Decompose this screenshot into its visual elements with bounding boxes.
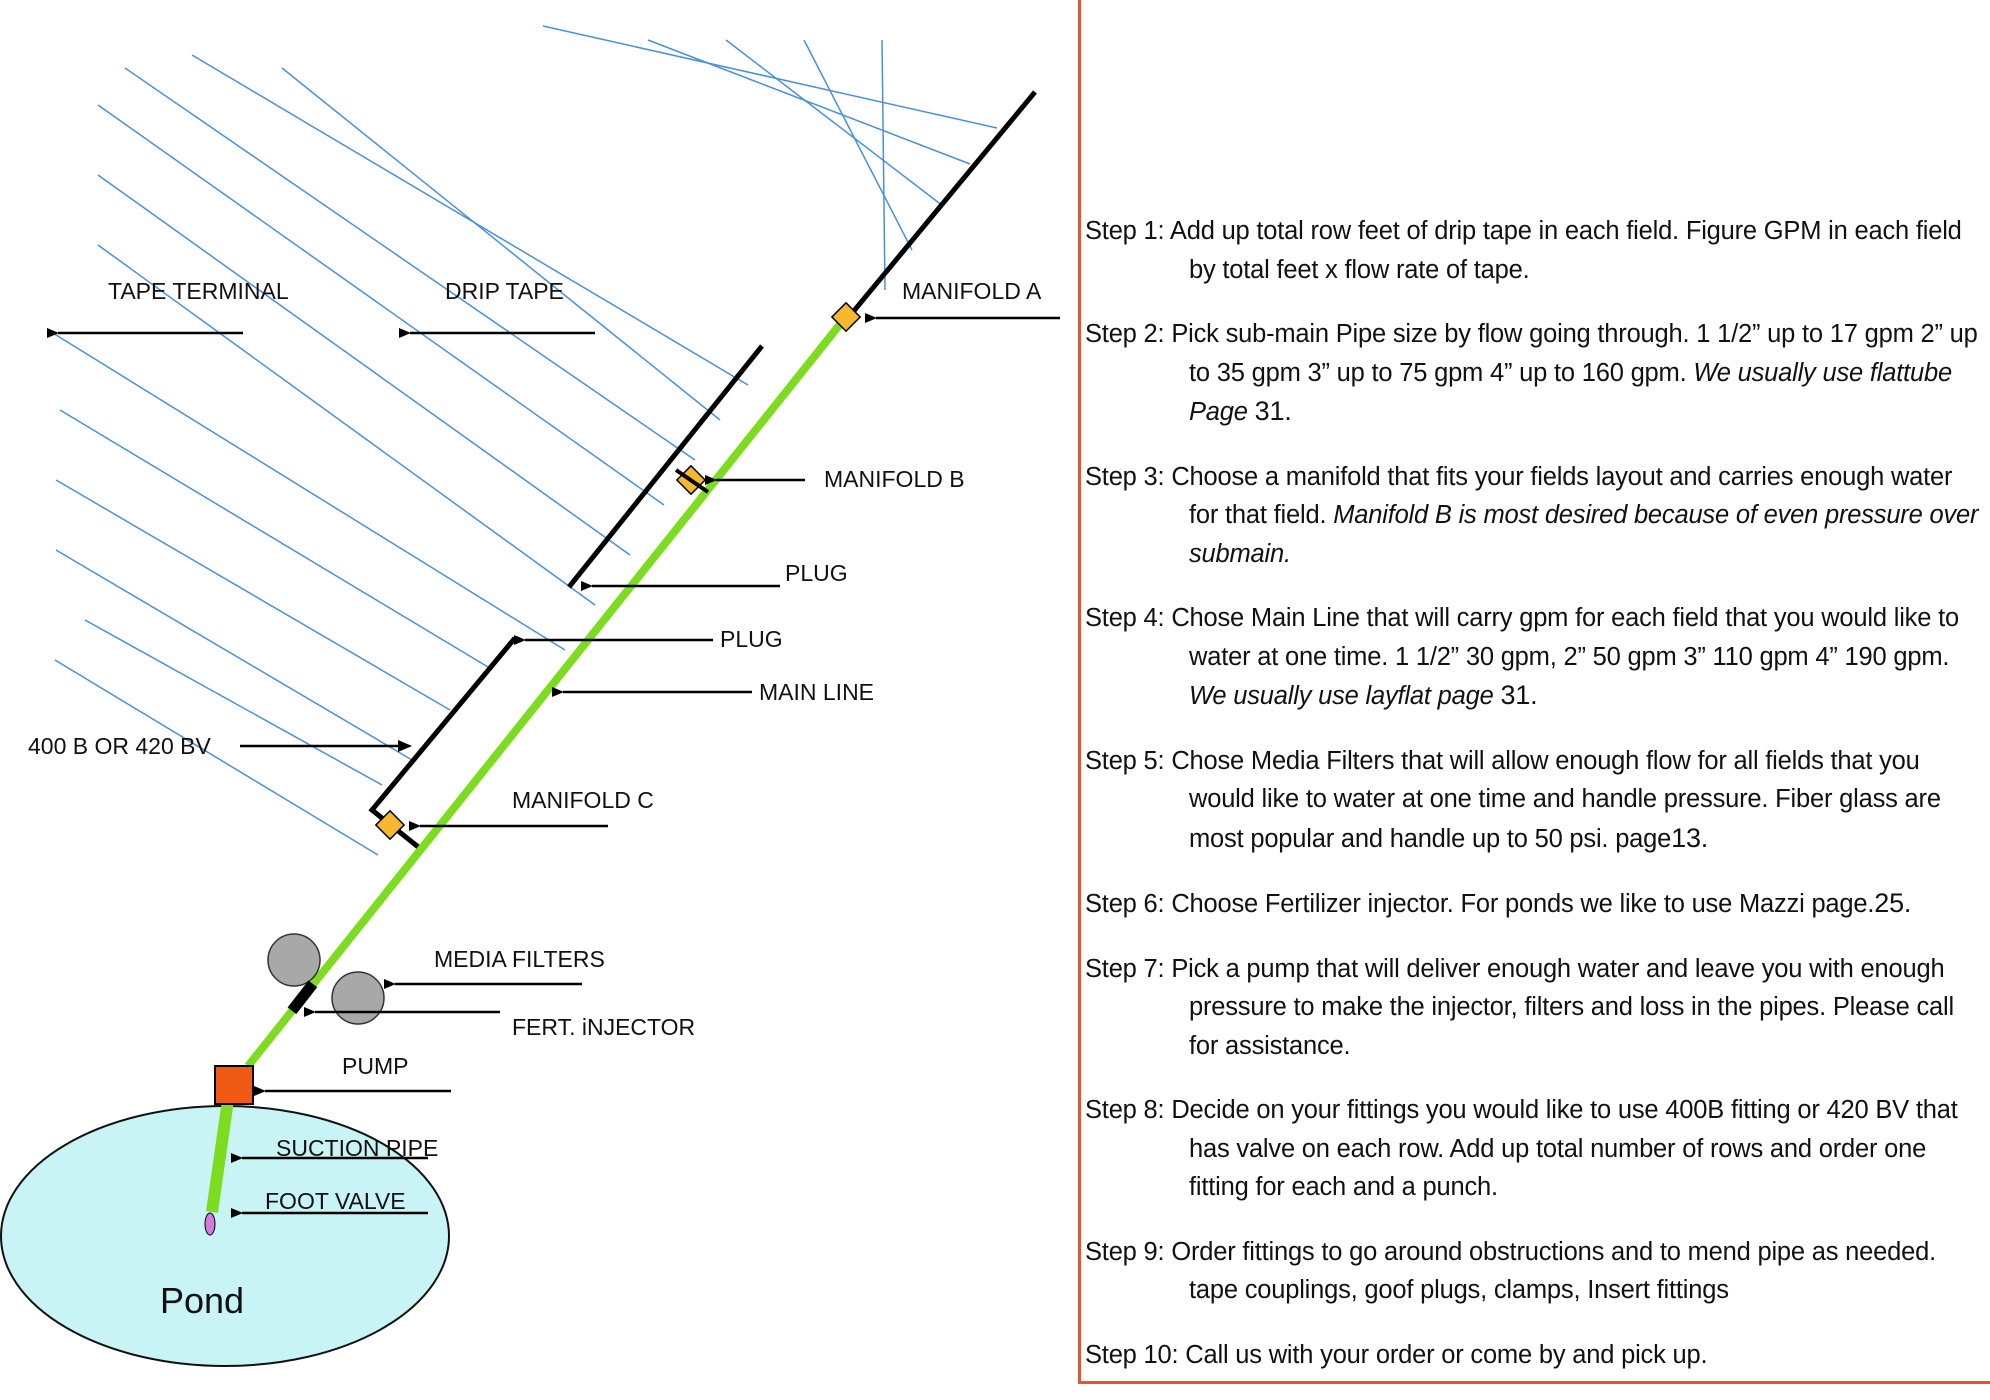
media-filters-label: MEDIA FILTERS (434, 946, 605, 972)
plug-1-label: PLUG (785, 560, 848, 586)
manifold-a-line (846, 90, 1037, 320)
pump (214, 1065, 254, 1105)
step-page-ref: 13. (1671, 822, 1709, 853)
foot-valve-label: FOOT VALVE (265, 1188, 406, 1214)
step-text: Pick a pump that will deliver enough wat… (1171, 954, 1954, 1060)
annotation-arrows (47, 313, 1060, 1218)
main-line-label: MAIN LINE (759, 679, 874, 705)
drip-tape-row (97, 104, 665, 506)
manifold-b-line (567, 344, 764, 589)
drip-tape-row (725, 39, 944, 207)
step-text: Chose Main Line that will carry gpm for … (1171, 604, 1959, 671)
fert-injector (287, 980, 318, 1015)
step-item: Step 1: Add up total row feet of drip ta… (1085, 212, 1985, 289)
steps-list: Step 1: Add up total row feet of drip ta… (1085, 212, 1985, 1400)
drip-tape-row (647, 39, 971, 165)
fitting-arrowhead (398, 740, 412, 752)
drip-tape-row (881, 39, 886, 291)
manifold-c-label: MANIFOLD C (512, 787, 654, 813)
step-text: Call us with your order or come by and p… (1185, 1340, 1708, 1369)
step-item: Step 4: Chose Main Line that will carry … (1085, 599, 1985, 716)
drip-tape-row (54, 659, 379, 856)
step-page-ref: 31. (1500, 680, 1538, 710)
steps-panel (1078, 0, 1990, 1384)
drip-tape-row (59, 409, 489, 668)
drip-tape-row (84, 619, 383, 786)
step-text: Order fittings to go around obstructions… (1171, 1237, 1936, 1305)
step-text: Choose Fertilizer injector. For ponds we… (1171, 890, 1875, 918)
drip-tape-row (97, 174, 631, 556)
drip-tape-row (542, 25, 998, 129)
drip-tape-row (55, 549, 413, 761)
drip-tape-row (124, 67, 696, 461)
step-label: Step 1: (1085, 217, 1165, 245)
step-item: Step 9: Order fittings to go around obst… (1085, 1233, 1985, 1310)
step-italic-note: We usually use flattube Page (1189, 358, 1952, 427)
step-item: Step 8: Decide on your fittings you woul… (1085, 1091, 1985, 1207)
manifold-b-label: MANIFOLD B (824, 466, 965, 492)
step-page-ref: 25. (1874, 888, 1912, 918)
pump-label: PUMP (342, 1053, 408, 1079)
drip-tape-row (47, 329, 566, 651)
foot-valve (204, 1212, 216, 1236)
step-label: Step 5: (1085, 746, 1165, 775)
drip-tape-row (281, 67, 721, 421)
suction-pipe-label: SUCTION PIPE (276, 1135, 438, 1161)
step-text: Chose Media Filters that will allow enou… (1171, 746, 1941, 853)
drip-tape-rows (47, 25, 998, 856)
step-label: Step 3: (1085, 462, 1165, 491)
manifold-c-valve (374, 809, 406, 841)
suction-pipe (206, 1099, 234, 1213)
fitting-label: 400 B OR 420 BV (28, 733, 211, 759)
pond-label: Pond (160, 1280, 244, 1321)
step-label: Step 7: (1085, 954, 1165, 983)
step-label: Step 4: (1085, 604, 1165, 632)
main-line-pipe (244, 315, 849, 1069)
step-italic-note: We usually use layflat page (1189, 682, 1494, 710)
manifold-a-valve (830, 301, 862, 333)
drip-tape-label: DRIP TAPE (445, 278, 564, 304)
step-item: Step 10: Call us with your order or come… (1085, 1336, 1985, 1375)
step-item: Step 3: Choose a manifold that fits your… (1085, 458, 1985, 574)
drip-tape-row (803, 39, 913, 251)
manifold-c-line (368, 636, 517, 852)
step-text: Choose a manifold that fits your fields … (1171, 462, 1953, 530)
step-item: Step 2: Pick sub-main Pipe size by flow … (1085, 315, 1985, 432)
drip-tape-row (97, 244, 596, 606)
manifold-a-label: MANIFOLD A (902, 278, 1042, 304)
step-item: Step 5: Chose Media Filters that will al… (1085, 742, 1985, 859)
manifold-b-connector (674, 468, 710, 494)
step-page-ref: 31. (1254, 396, 1292, 426)
step-label: Step 6: (1085, 890, 1165, 918)
plug-2-label: PLUG (720, 626, 783, 652)
media-filter-1 (267, 933, 321, 987)
drip-tape-row (55, 479, 451, 711)
step-italic-note: Manifold B is most desired because of ev… (1189, 501, 1979, 568)
step-text: Decide on your fittings you would like t… (1171, 1096, 1958, 1201)
step-label: Step 10: (1085, 1340, 1179, 1369)
step-item: Step 6: Choose Fertilizer injector. For … (1085, 884, 1985, 924)
fert-injector-label: FERT. iNJECTOR (512, 1014, 695, 1040)
step-text: Add up total row feet of drip tape in ea… (1169, 217, 1962, 284)
step-label: Step 8: (1085, 1096, 1165, 1124)
step-text: Pick sub-main Pipe size by flow going th… (1171, 320, 1978, 387)
step-label: Step 9: (1085, 1237, 1165, 1266)
step-label: Step 2: (1085, 320, 1165, 348)
step-item: Step 7: Pick a pump that will deliver en… (1085, 950, 1985, 1066)
media-filter-2 (331, 971, 385, 1025)
tape-terminal-label: TAPE TERMINAL (108, 278, 289, 304)
